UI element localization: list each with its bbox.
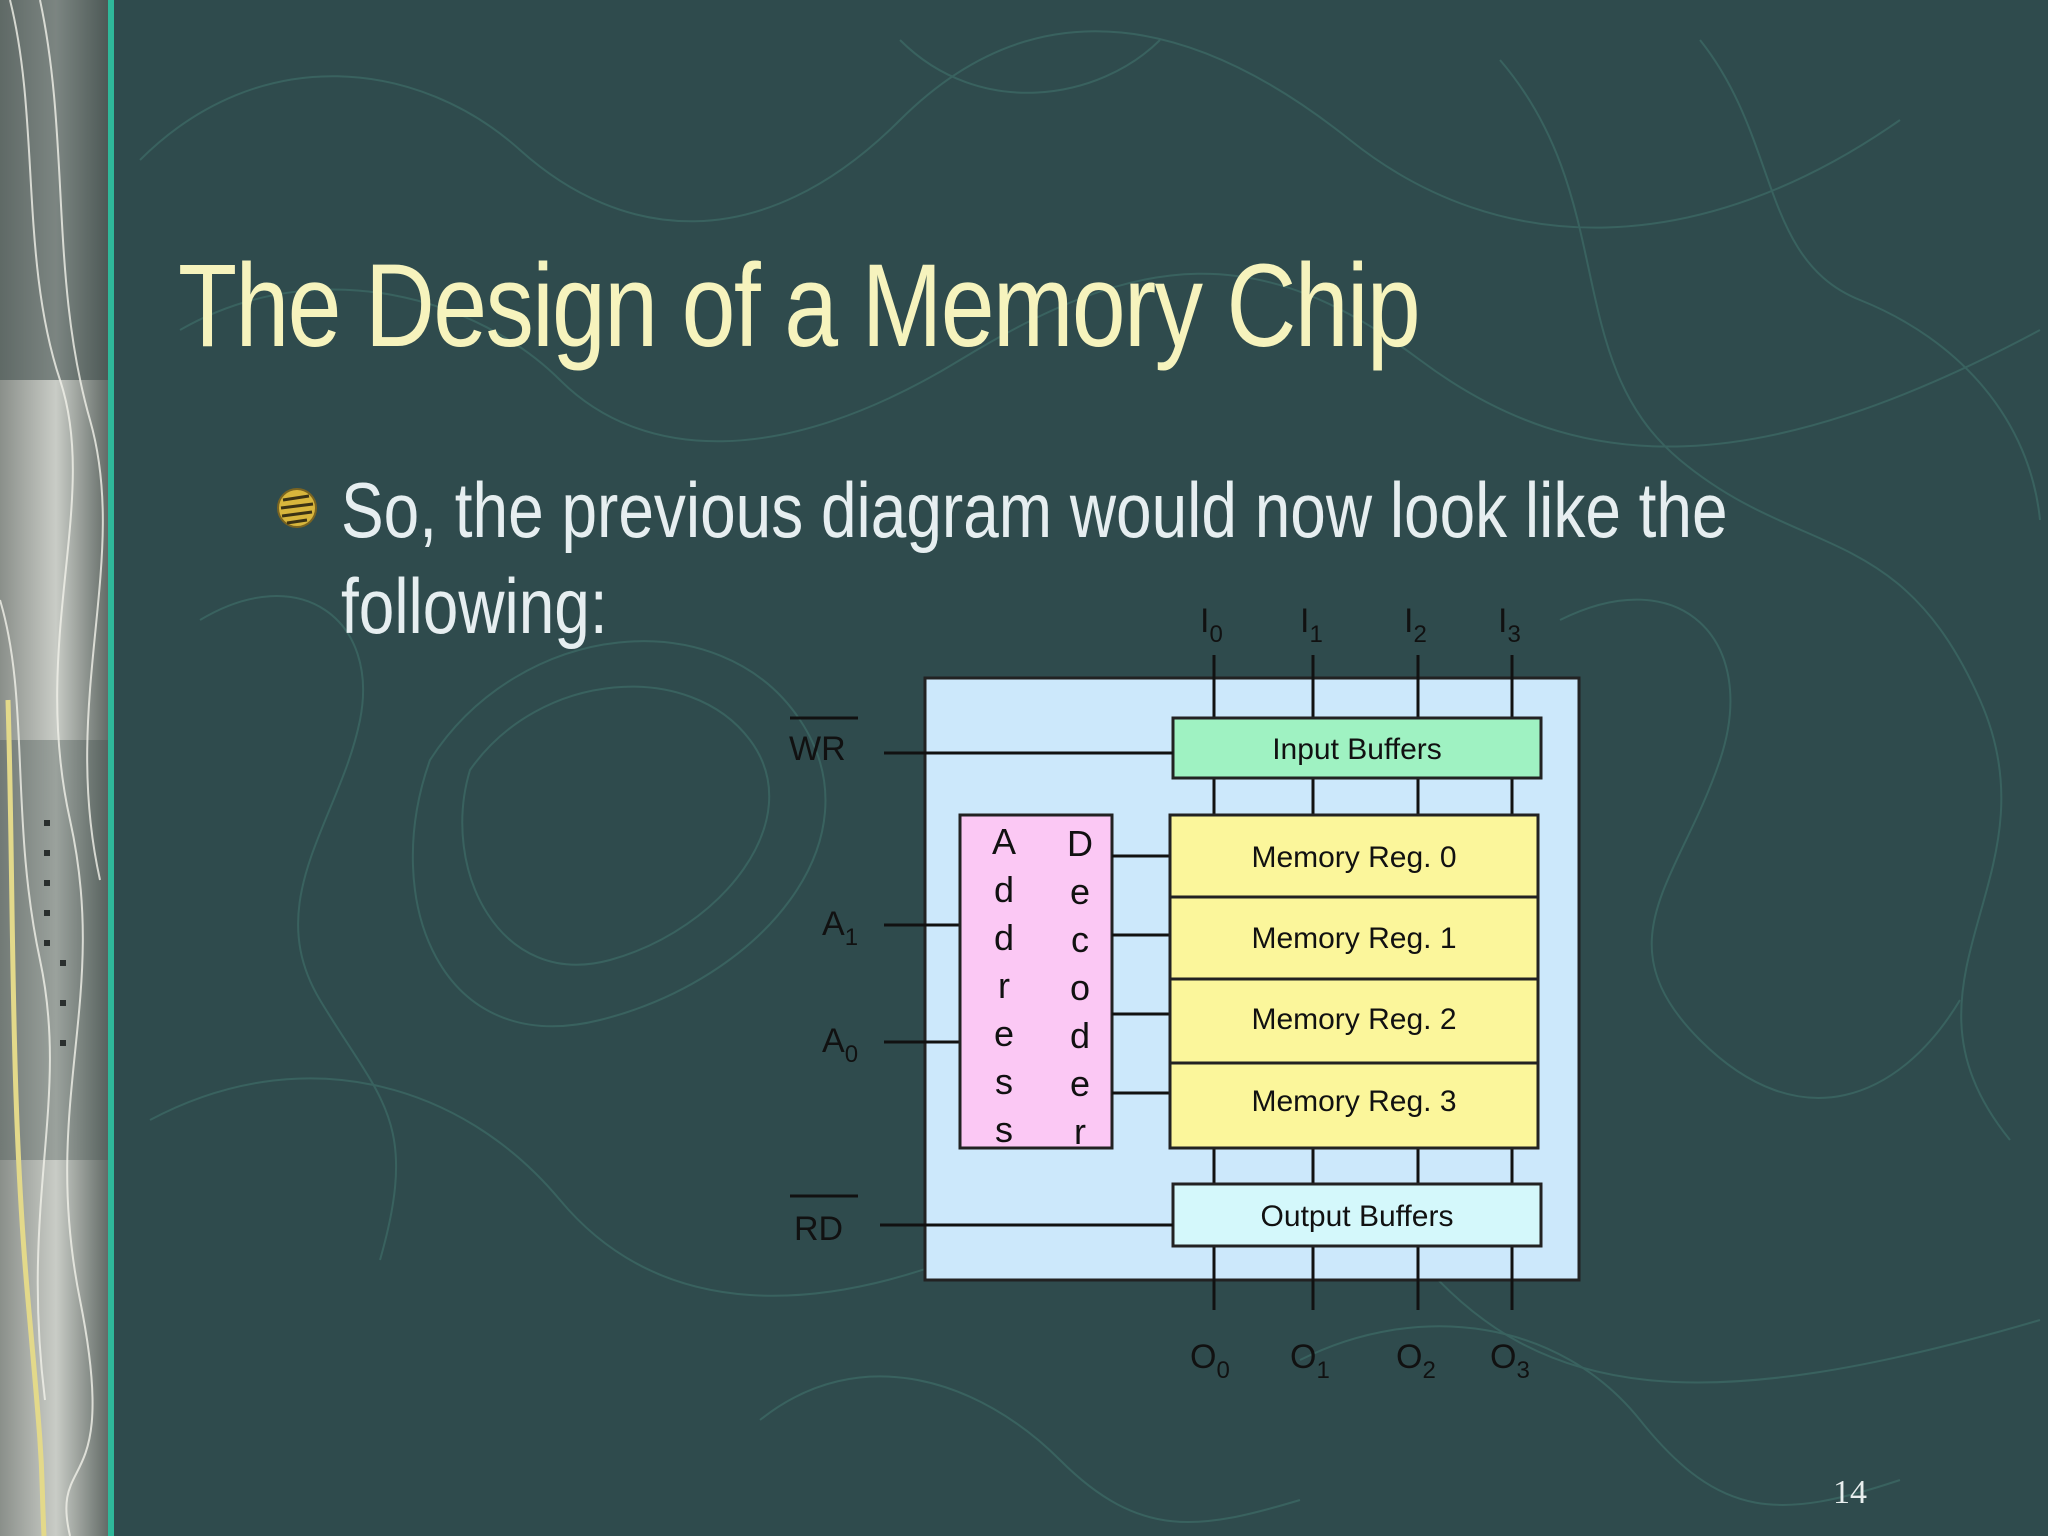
address-word-letter: d: [994, 869, 1014, 910]
decoder-word-letter: d: [1070, 1015, 1090, 1056]
address-word-letter: A: [992, 821, 1016, 862]
address-word-letter: r: [998, 965, 1010, 1006]
address-word-letter: s: [995, 1109, 1013, 1150]
memory-register-2: [1168, 977, 1540, 1065]
output-buffers-box: [1171, 1182, 1543, 1248]
memory-register-2-label: Memory Reg. 2: [1251, 1003, 1456, 1036]
address-word-letter: e: [994, 1013, 1014, 1054]
input-labels: I0 I1 I2 I3: [1200, 602, 1521, 648]
address-decoder-box: [958, 813, 1114, 1150]
output-label-1: O1: [1290, 1338, 1330, 1384]
bullet-text: So, the previous diagram would now look …: [341, 466, 1728, 650]
decoder-word-letter: e: [1070, 1063, 1090, 1104]
decoder-word-letter: o: [1070, 967, 1090, 1008]
input-lines: [1212, 655, 1514, 1310]
output-labels: O0 O1 O2 O3: [1190, 1338, 1530, 1384]
decoder-output-lines: [1112, 854, 1173, 1095]
memory-register-3: [1168, 1061, 1540, 1150]
decoder-word-letter: r: [1074, 1111, 1086, 1152]
memory-register-stack: Memory Reg. 0 Memory Reg. 1 Memory Reg. …: [1168, 813, 1540, 1150]
address-label-a1: A1: [822, 905, 858, 951]
decoder-word-letter: D: [1067, 823, 1093, 864]
address-word-letter: d: [994, 917, 1014, 958]
decoder-word-letter: c: [1071, 919, 1089, 960]
striped-ball-bullet-icon: [277, 488, 317, 528]
output-label-3: O3: [1490, 1338, 1530, 1384]
output-label-0: O0: [1190, 1338, 1230, 1384]
rd-label: RD: [794, 1210, 843, 1248]
wr-label: WR: [789, 730, 846, 768]
address-label-a0: A0: [822, 1022, 858, 1068]
input-label-3: I3: [1498, 602, 1521, 648]
output-buffers-label: Output Buffers: [1261, 1200, 1454, 1233]
memory-register-0-label: Memory Reg. 0: [1251, 841, 1456, 874]
input-buffers-box: [1171, 716, 1543, 780]
memory-register-3-label: Memory Reg. 3: [1251, 1085, 1456, 1118]
input-label-1: I1: [1300, 602, 1323, 648]
input-buffers-label: Input Buffers: [1272, 733, 1442, 766]
input-label-0: I0: [1200, 602, 1223, 648]
slide-title: The Design of a Memory Chip: [178, 240, 1421, 372]
output-label-2: O2: [1396, 1338, 1436, 1384]
memory-register-1: [1168, 895, 1540, 981]
decoder-word-letter: e: [1070, 871, 1090, 912]
input-label-2: I2: [1404, 602, 1427, 648]
decorative-left-strip: [0, 0, 114, 1536]
memory-register-0: [1168, 813, 1540, 899]
memory-register-1-label: Memory Reg. 1: [1251, 922, 1456, 955]
page-number: 14: [1833, 1474, 1867, 1511]
address-word-letter: s: [995, 1061, 1013, 1102]
